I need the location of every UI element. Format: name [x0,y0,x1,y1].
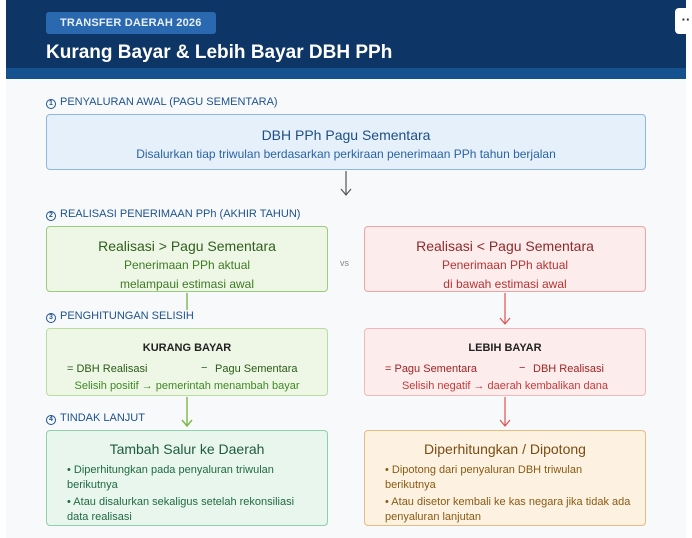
section-number-icon: 3 [46,313,56,323]
lebih-bayar-title: LEBIH BAYAR [468,342,542,354]
potong-bullet-2: • Atau disetor kembali ke kas negara jik… [385,496,631,523]
section-number-icon: 4 [46,415,56,425]
potong-bullet-1: • Dipotong dari penyaluran DBH triwulan … [385,464,583,491]
realisasi-above-title: Realisasi > Pagu Sementara [98,238,276,254]
realisasi-below-line2: di bawah estimasi awal [443,277,567,291]
kurang-formula-right: Pagu Sementara [215,363,298,375]
arrow-below-to-lebih [499,293,511,325]
section-2-header: 2 REALISASI PENERIMAAN PPh (AKHIR TAHUN) [46,208,300,221]
tambah-bullet-2: • Atau disalurkan sekaligus setelah reko… [67,496,295,523]
realisasi-below-line1: Penerimaan PPh aktual [441,258,569,272]
dipotong-title: Diperhitungkan / Dipotong [424,441,586,457]
pagu-subtitle: Disalurkan tiap triwulan berdasarkan per… [136,147,556,161]
kurang-formula-left: = DBH Realisasi [67,363,148,375]
section-label: PENYALURAN AWAL (PAGU SEMENTARA) [60,96,278,108]
kurang-bayar-title: KURANG BAYAR [142,342,232,354]
arrow-pagu-to-realisasi [340,171,352,196]
realisasi-above-box: Realisasi > Pagu Sementara Penerimaan PP… [46,226,328,292]
kurang-bayar-box: KURANG BAYAR = DBH Realisasi − Pagu Seme… [46,328,328,396]
kurang-formula-minus: − [201,362,208,374]
section-4-header: 4 TINDAK LANJUT [46,412,145,425]
realisasi-above-line2: melampaui estimasi awal [119,277,255,291]
section-label: REALISASI PENERIMAAN PPh (AKHIR TAHUN) [60,208,301,220]
section-label: TINDAK LANJUT [60,412,145,424]
lebih-formula-left: = Pagu Sementara [385,363,478,375]
realisasi-above-line1: Penerimaan PPh aktual [123,258,251,272]
realisasi-below-title: Realisasi < Pagu Sementara [416,238,594,254]
lebih-bayar-box: LEBIH BAYAR = Pagu Sementara − DBH Reali… [364,328,646,396]
section-label: PENGHITUNGAN SELISIH [60,310,194,322]
tambah-salur-title: Tambah Salur ke Daerah [109,441,265,457]
header-bar [6,0,686,68]
section-3-header: 3 PENGHITUNGAN SELISIH [46,310,194,323]
page-title: Kurang Bayar & Lebih Bayar DBH PPh [46,42,393,63]
header-stripe [6,68,686,79]
section-1-header: 1 PENYALURAN AWAL (PAGU SEMENTARA) [46,96,278,109]
arrow-lebih-to-potong [499,397,511,427]
tambah-bullet-1: • Diperhitungkan pada penyaluran triwula… [67,464,274,491]
more-dots-icon[interactable]: ·· [675,8,692,34]
arrow-kurang-to-tambah [181,397,193,428]
pagu-sementara-box: DBH PPh Pagu Sementara Disalurkan tiap t… [46,114,646,170]
section-number-icon: 2 [46,211,56,221]
header-badge: TRANSFER DAERAH 2026 [46,12,216,34]
tambah-salur-box: Tambah Salur ke Daerah • Diperhitungkan … [46,430,328,526]
pagu-title: DBH PPh Pagu Sementara [261,127,431,143]
dipotong-box: Diperhitungkan / Dipotong • Dipotong dar… [364,430,646,526]
vs-label: vs [340,258,349,268]
realisasi-below-box: Realisasi < Pagu Sementara Penerimaan PP… [364,226,646,292]
lebih-note: Selisih negatif → daerah kembalikan dana [401,380,609,392]
section-number-icon: 1 [46,99,56,109]
lebih-formula-minus: − [519,362,526,374]
lebih-formula-right: DBH Realisasi [533,363,604,375]
kurang-note: Selisih positif → pemerintah menambah ba… [74,380,300,392]
